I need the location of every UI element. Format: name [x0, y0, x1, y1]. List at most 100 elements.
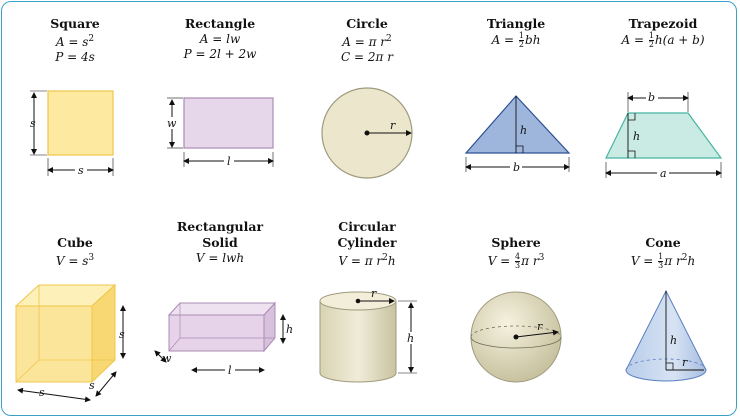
trapezoid-bottom-label: a: [660, 167, 667, 180]
rectangle-title: Rectangle: [184, 16, 256, 31]
cylinder-radius-label: r: [371, 287, 377, 300]
circle-area-lhs: A: [342, 35, 351, 49]
rectangular-solid-length-label: l: [228, 364, 232, 377]
cube-volume-formula: V = s3: [55, 253, 95, 268]
rectangle-perimeter-formula: P = 2l + 2w: [183, 47, 257, 61]
square-area-formula: A = s2: [55, 34, 95, 49]
square-figure: s s: [30, 90, 114, 177]
square-area-lhs: A: [55, 35, 65, 49]
cube-volume-rhs: s: [82, 254, 89, 268]
square-area-exp: 2: [88, 34, 95, 44]
triangle-area-rhs: bh: [525, 33, 541, 47]
circle-circumference-lhs: C: [341, 50, 351, 64]
rectangle-perimeter-rhs: 2l + 2w: [209, 47, 257, 61]
rectangle-shape: [183, 97, 274, 149]
rectangle-perimeter-lhs: P: [183, 47, 192, 61]
cone-volume-rhs: π r: [664, 254, 682, 268]
rectangle-area-lhs: A: [199, 32, 209, 46]
triangle-base-label: b: [513, 161, 520, 174]
rectangle-cell: Rectangle A = lw P = 2l + 2w: [147, 16, 293, 62]
trapezoid-figure: b h a: [605, 91, 723, 180]
cube-front-label: s: [39, 386, 45, 399]
square-shape: [47, 90, 114, 156]
rectangular-solid-volume-rhs: lwh: [222, 251, 245, 265]
sphere-radius-label: r: [537, 320, 543, 333]
sphere-volume-exp: 3: [538, 253, 545, 263]
cylinder-title-line1: Circular: [338, 219, 396, 234]
square-cell: Square A = s2 P = 4s: [2, 16, 148, 65]
rectangular-solid-cell: Rectangular Solid V = lwh: [147, 219, 293, 266]
circle-area-formula: A = π r2: [342, 34, 392, 49]
square-title: Square: [50, 16, 100, 31]
triangle-shape: [464, 95, 571, 154]
rectangle-figure: w l: [165, 97, 274, 168]
cylinder-volume-rhs: π r: [364, 254, 383, 268]
rectangular-solid-volume-formula: V = lwh: [195, 251, 245, 265]
circle-title: Circle: [346, 16, 388, 31]
rectangular-solid-title-line1: Rectangular: [176, 219, 264, 234]
square-perimeter-rhs: 4s: [80, 50, 95, 64]
sphere-volume-lhs: V: [487, 254, 497, 268]
triangle-title: Triangle: [486, 16, 546, 31]
cylinder-volume-lhs: V: [338, 254, 348, 268]
circle-circumference-formula: C = 2π r: [341, 50, 393, 64]
circle-cell: Circle A = π r2 C = 2π r: [294, 16, 440, 65]
cone-figure: h r: [625, 289, 707, 382]
trapezoid-area-rhs: h(a + b): [654, 33, 705, 47]
cylinder-volume-exp: 2: [382, 253, 388, 263]
cube-title: Cube: [57, 235, 93, 250]
square-area-rhs: s: [82, 35, 89, 49]
triangle-height-label: h: [520, 124, 527, 137]
triangle-area-lhs: A: [491, 33, 501, 47]
trapezoid-height-label: h: [633, 130, 640, 143]
sphere-volume-rhs: π r: [521, 254, 539, 268]
triangle-figure: h b: [464, 95, 571, 174]
rectangular-solid-title-line2: Solid: [202, 235, 238, 250]
rectangular-solid-height-label: h: [286, 323, 293, 336]
rectangular-solid-volume-lhs: V: [195, 251, 205, 265]
circle-circumference-rhs: 2π r: [367, 50, 393, 64]
rectangle-area-formula: A = lw: [199, 32, 241, 46]
cube-volume-lhs: V: [55, 254, 65, 268]
cube-height-label: s: [119, 328, 125, 341]
rectangular-solid-width-dimension: [154, 350, 167, 363]
sphere-figure: r: [470, 291, 562, 383]
cone-radius-label: r: [682, 356, 688, 369]
cube-volume-exp: 3: [88, 253, 95, 263]
sphere-radius-line: [515, 329, 559, 338]
square-perimeter-lhs: P: [55, 50, 64, 64]
cylinder-volume-tail: h: [387, 254, 396, 268]
cone-volume-lhs: V: [630, 254, 640, 268]
rectangle-length-label: l: [227, 155, 231, 168]
cube-front-dimension: [17, 387, 91, 403]
trapezoid-title: Trapezoid: [628, 16, 698, 31]
cylinder-volume-formula: V = π r2h: [338, 253, 396, 268]
rectangle-area-rhs: lw: [226, 32, 241, 46]
square-side-label: s: [30, 117, 36, 130]
trapezoid-shape: [605, 112, 723, 159]
trapezoid-area-lhs: A: [621, 33, 631, 47]
circle-area-rhs: π r: [368, 35, 387, 49]
sphere-title: Sphere: [491, 235, 541, 250]
cone-volume-tail: h: [687, 254, 696, 268]
square-bottom-label: s: [78, 164, 84, 177]
cone-title: Cone: [645, 235, 681, 250]
cube-figure: s s s: [14, 283, 126, 403]
cube-depth-dimension: [95, 371, 117, 397]
cylinder-figure: r h: [319, 287, 418, 383]
rectangle-width-label: w: [167, 117, 177, 130]
circle-figure: r: [321, 87, 413, 179]
circle-area-exp: 2: [386, 34, 392, 44]
